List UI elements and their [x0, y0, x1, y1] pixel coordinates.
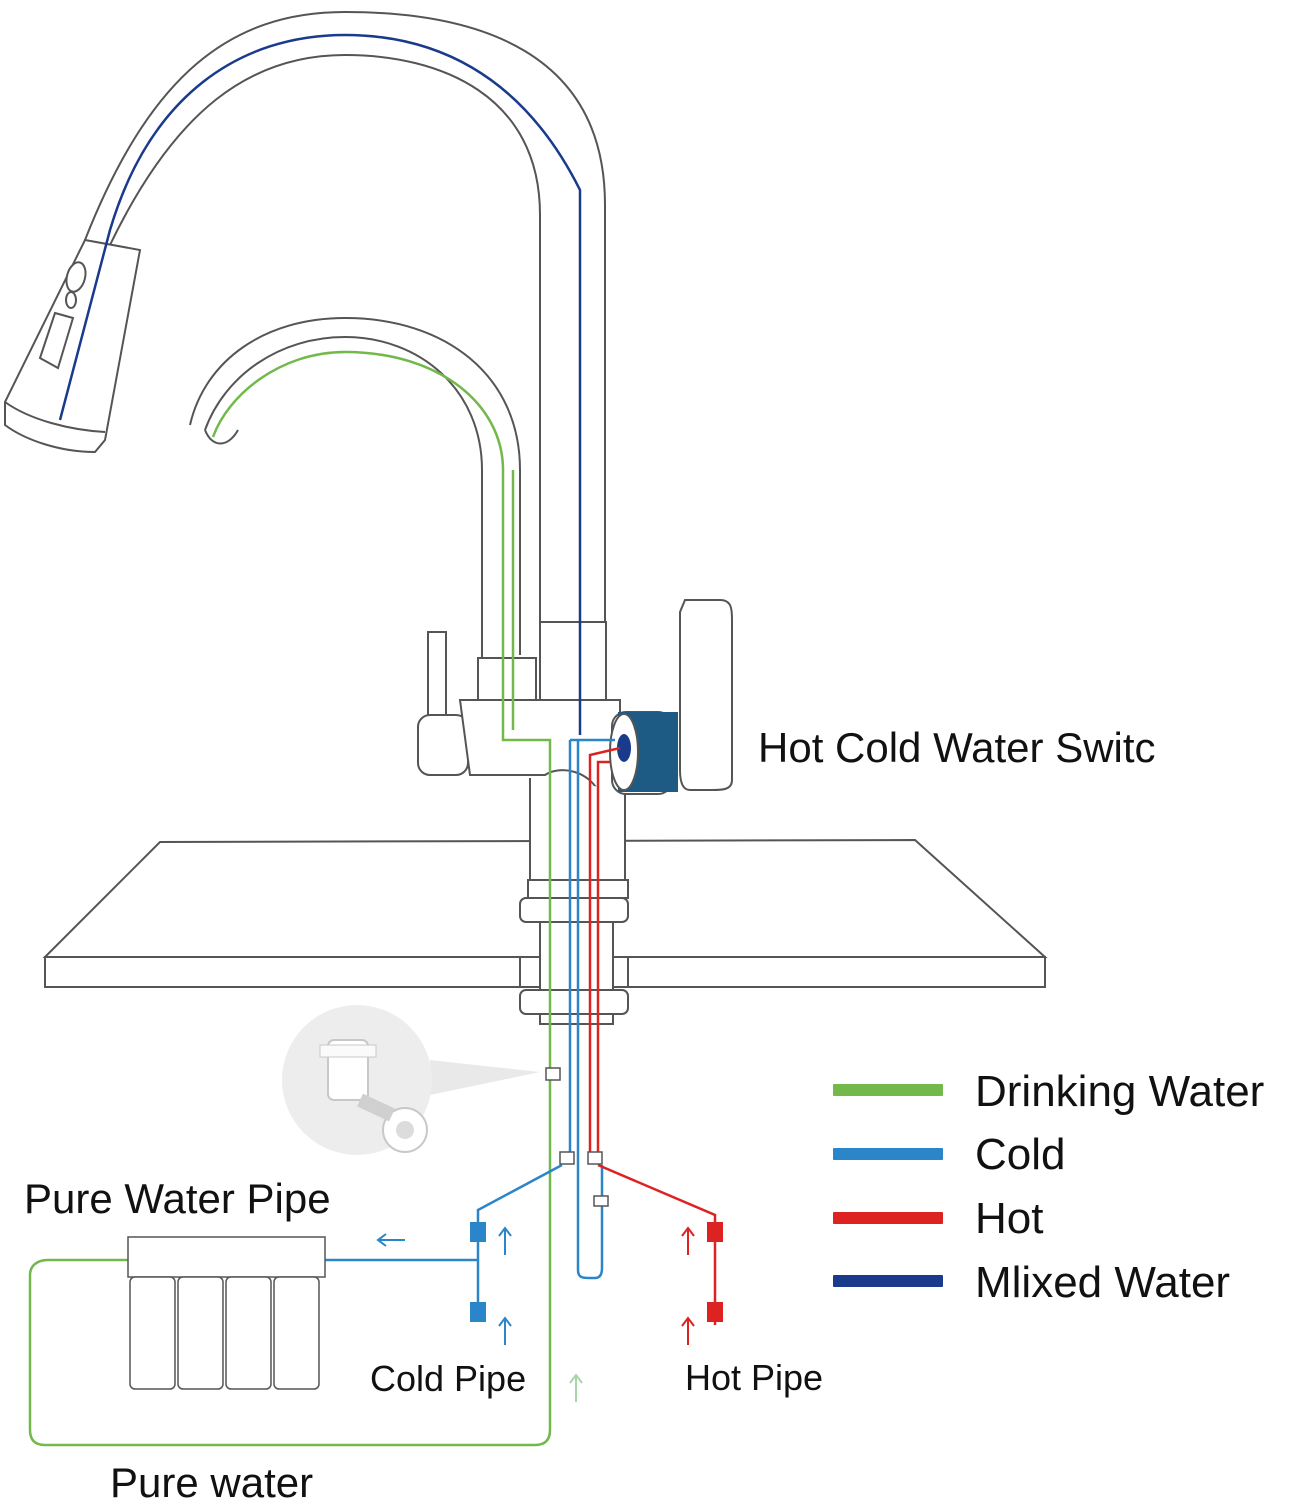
- drinking-spout: [189, 316, 521, 660]
- legend-swatch-drinking: [833, 1084, 943, 1096]
- cold-water-line: [325, 738, 615, 1320]
- pure-water-label: Pure water: [110, 1459, 314, 1506]
- hot-water-line: [588, 746, 717, 1325]
- legend-label-hot: Hot: [975, 1194, 1044, 1243]
- flow-arrows: [376, 1226, 695, 1402]
- mixed-water-line: [58, 33, 582, 735]
- hot-pipe-label: Hot Pipe: [685, 1357, 824, 1398]
- spray-head: [4, 238, 142, 454]
- mounting-shank: [519, 879, 629, 1025]
- switch-knob: [609, 712, 678, 792]
- pure-water-pipe-label: Pure Water Pipe: [24, 1175, 331, 1222]
- legend-swatch-mixed: [833, 1275, 943, 1287]
- fitting-closeup: [282, 1005, 540, 1155]
- countertop-front: [44, 956, 1046, 988]
- hot-arrow-icons: [681, 1226, 695, 1345]
- legend-label-cold: Cold: [975, 1130, 1066, 1179]
- main-spout: [84, 10, 606, 625]
- switch-label: Hot Cold Water Switc: [758, 724, 1156, 771]
- drinking-water-line: [28, 350, 552, 1447]
- legend-swatch-hot: [833, 1212, 943, 1224]
- legend-label-mixed: Mlixed Water: [975, 1258, 1231, 1307]
- drinking-arrow-icon: [569, 1373, 583, 1402]
- pipe-connectors: [470, 1067, 723, 1322]
- water-filter-unit: [127, 1236, 326, 1390]
- cold-arrow-icons: [376, 1226, 512, 1345]
- legend-label-drinking: Drinking Water: [975, 1067, 1265, 1116]
- legend-swatch-cold: [833, 1148, 943, 1160]
- cold-pipe-label: Cold Pipe: [370, 1358, 527, 1399]
